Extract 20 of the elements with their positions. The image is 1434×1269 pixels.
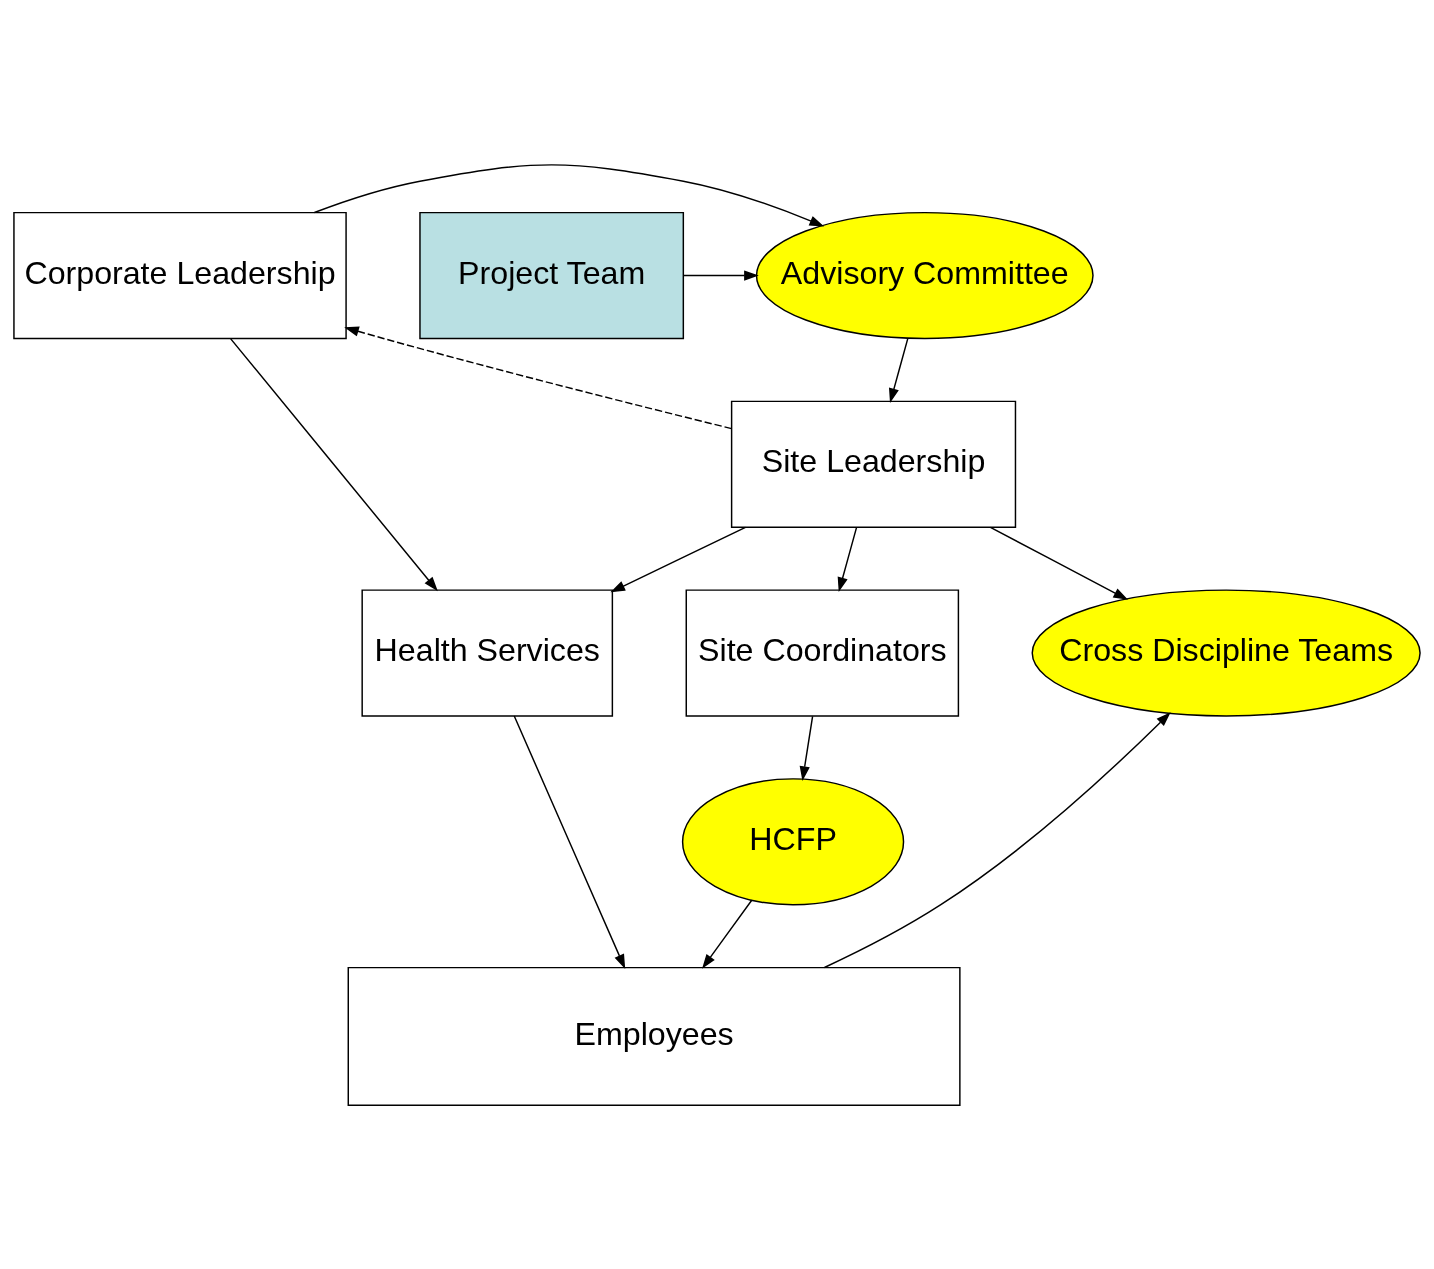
arrow [989, 526, 1129, 600]
node-box: Health Services [361, 588, 614, 717]
arrow [313, 163, 825, 226]
arrow [823, 711, 1171, 968]
node-ellipse: Advisory Committee [755, 211, 1094, 339]
node-box: Site Leadership [730, 400, 1017, 528]
arrow [888, 337, 909, 403]
arrow [230, 337, 438, 591]
arrow [837, 526, 858, 592]
arrow [513, 714, 626, 969]
arrow [344, 325, 733, 429]
arrow [702, 899, 753, 969]
node-box: Site Coordinators [685, 588, 960, 717]
node-ellipse: HCFP [681, 777, 905, 905]
node-box: Employees [347, 966, 961, 1106]
arrow [610, 526, 747, 592]
arrow [799, 715, 814, 781]
node-box: Corporate Leadership [13, 211, 347, 339]
node-box: Project Team [419, 211, 685, 339]
arrow [682, 269, 759, 281]
